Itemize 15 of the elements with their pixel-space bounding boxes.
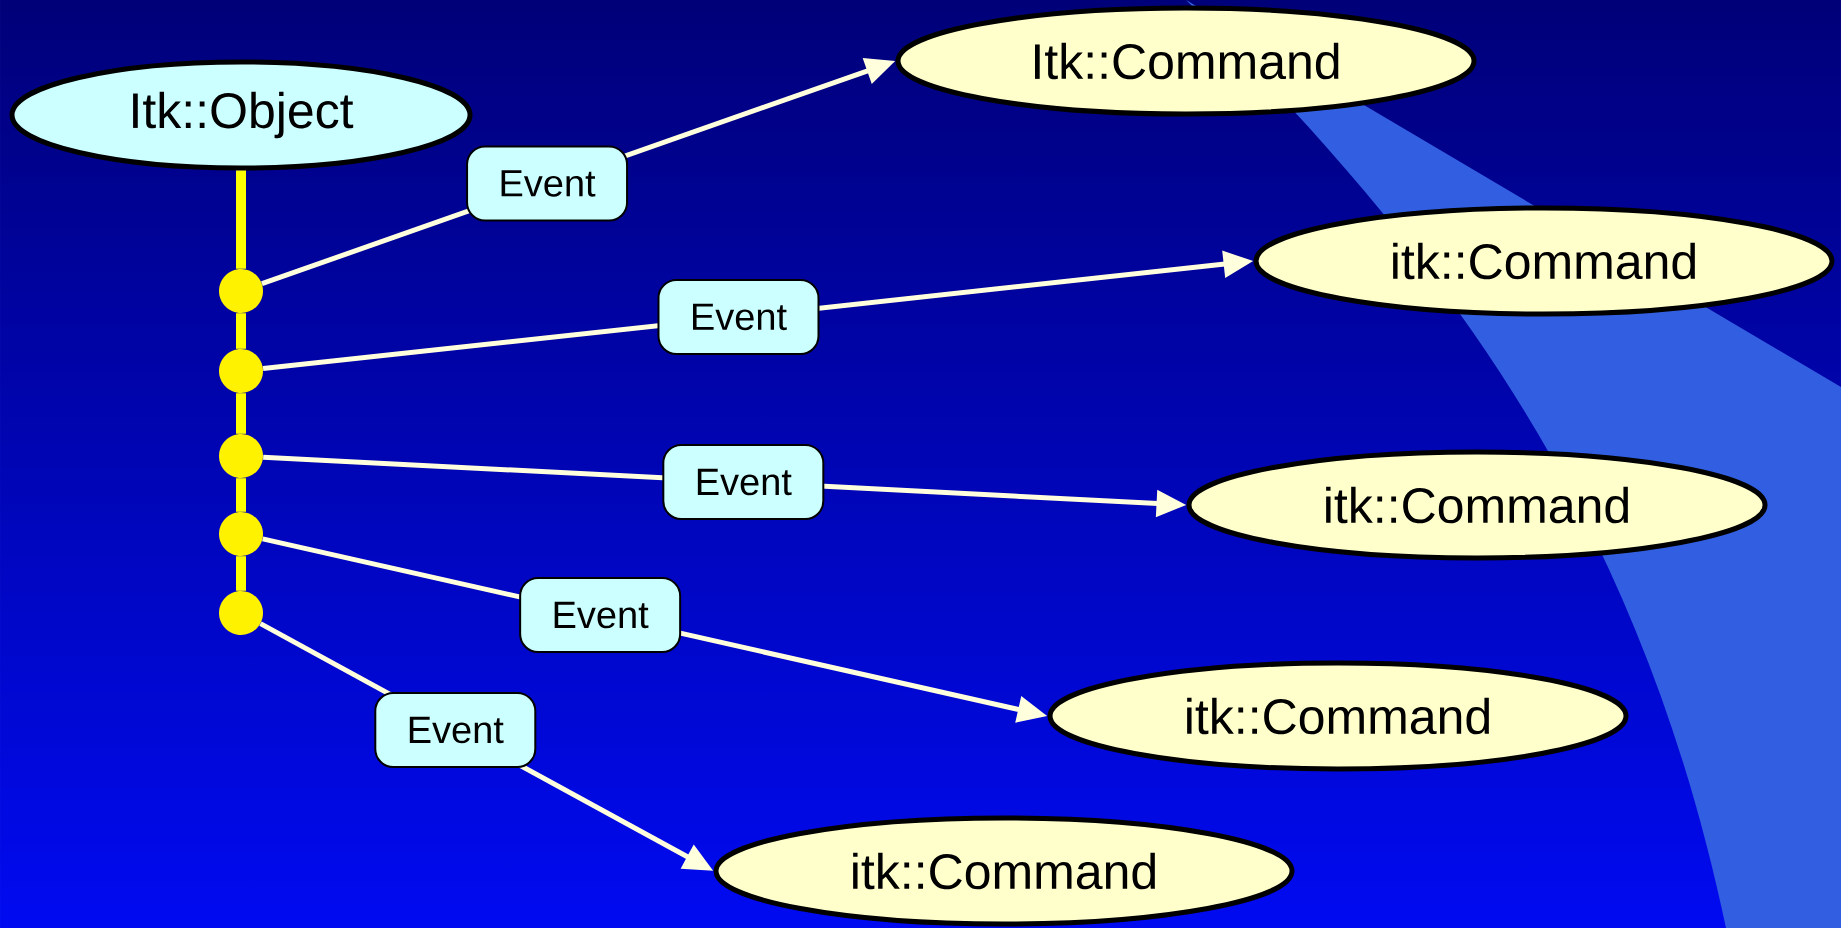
edge-label: Event	[374, 692, 537, 768]
edge-label: Event	[657, 278, 820, 355]
junction-dot	[219, 512, 263, 556]
connector-line	[236, 393, 246, 434]
connector-line	[236, 170, 246, 269]
junction-dot	[219, 269, 263, 313]
connector-line	[236, 313, 246, 349]
junction-dot	[219, 434, 263, 478]
edge-label: Event	[519, 577, 682, 654]
edge-label: Event	[466, 145, 629, 222]
edge-label: Event	[662, 444, 825, 521]
junction-dot	[219, 591, 263, 635]
connector-line	[236, 556, 246, 591]
junction-dot	[219, 349, 263, 393]
connector-line	[236, 478, 246, 512]
